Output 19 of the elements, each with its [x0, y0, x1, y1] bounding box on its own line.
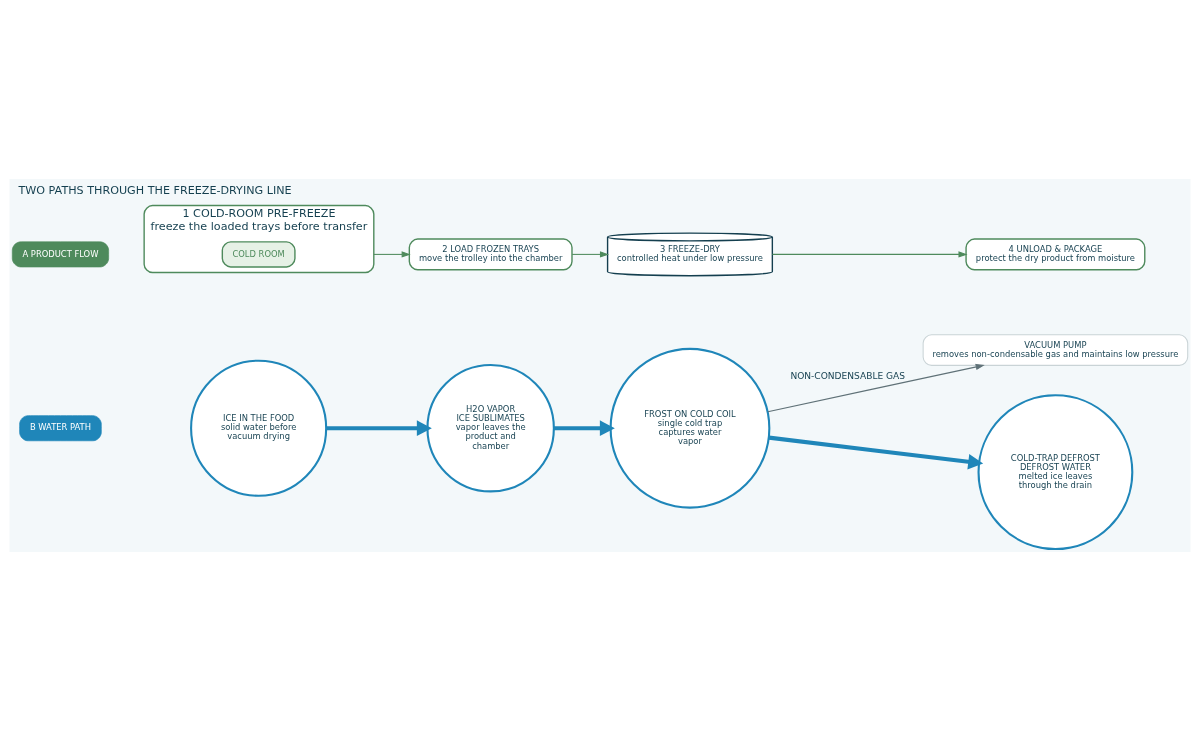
- node-box: B WATER PATH: [19, 414, 102, 441]
- arrow: [554, 419, 615, 436]
- arrow: [571, 250, 610, 258]
- node-box: 2 LOAD FROZEN TRAYS move the trolley into the chamber: [408, 237, 573, 270]
- node-circle: H2O VAPOR ICE SUBLIMATES vapor leaves the product and chamber: [426, 363, 555, 492]
- arrow: [373, 250, 411, 258]
- node-circle: ICE IN THE FOOD solid water before vacuum drying: [190, 359, 328, 497]
- arrow: [768, 435, 984, 470]
- node-box: 4 UNLOAD & PACKAGE protect the dry product from moisture: [965, 237, 1146, 270]
- arrow: [771, 250, 968, 258]
- node-circle: COLD-TRAP DEFROST DEFROST WATER melted ice leaves through the drain: [977, 393, 1134, 550]
- edge-label: NON-CONDENSABLE GAS: [790, 370, 906, 381]
- diagram-title: TWO PATHS THROUGH THE FREEZE-DRYING LINE: [18, 183, 292, 197]
- node-circle: FROST ON COLD COIL single cold trap captures water vapor: [609, 347, 771, 509]
- node-box: COLD ROOM: [221, 240, 296, 268]
- node-box: VACUUM PUMP removes non-condensable gas and maintains low pressure: [922, 333, 1189, 366]
- arrow: [767, 363, 985, 412]
- node-box: A PRODUCT FLOW: [11, 241, 109, 267]
- arrow: [326, 419, 432, 436]
